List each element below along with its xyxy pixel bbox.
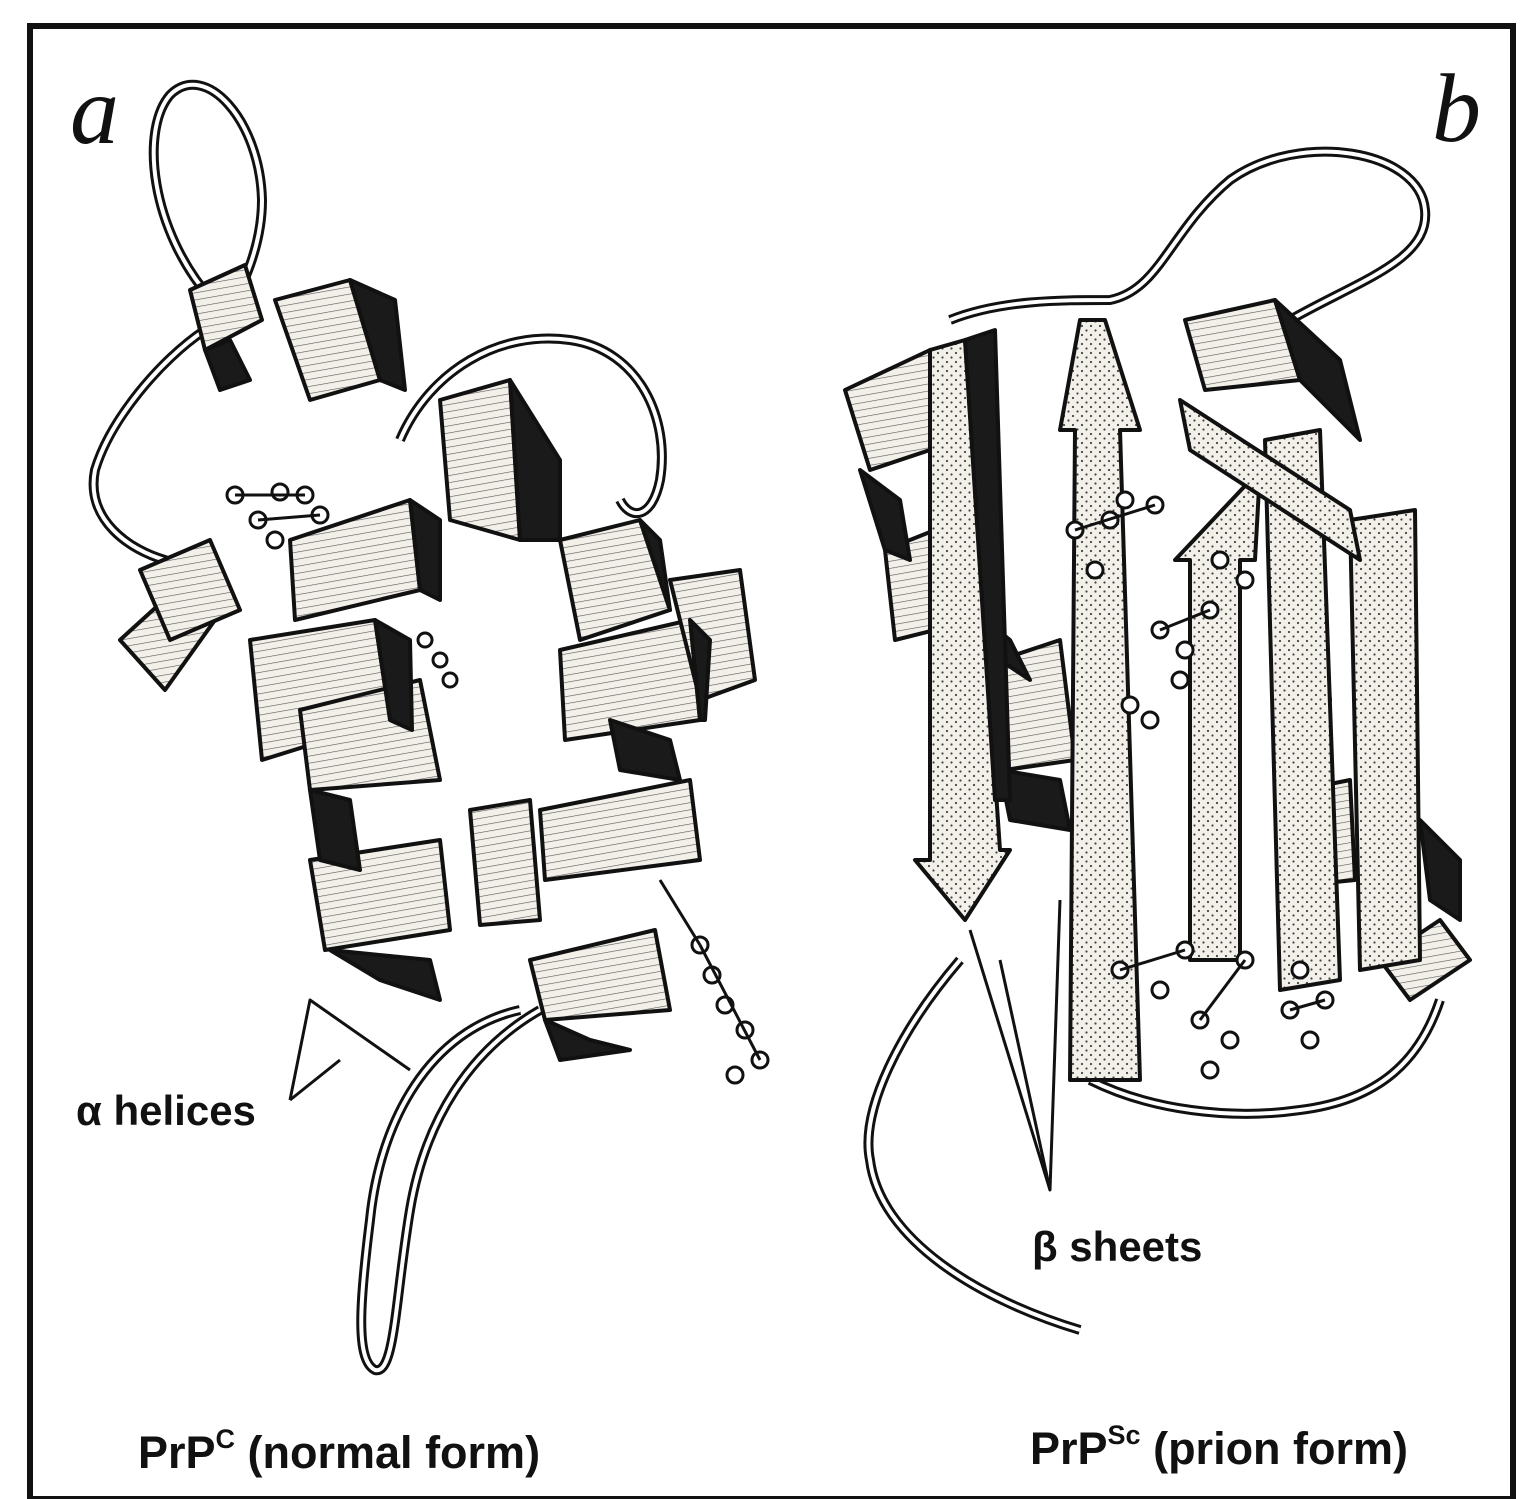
beta-sheets-label: β sheets	[1032, 1226, 1202, 1268]
panel-b-caption-rest: (prion form)	[1141, 1423, 1408, 1474]
panel-b-caption-main: PrP	[1030, 1423, 1108, 1474]
alpha-helices-label: α helices	[76, 1090, 256, 1132]
panel-b-structure	[845, 152, 1470, 1330]
panel-b-tail-loop	[868, 960, 1080, 1330]
panel-a-caption-rest: (normal form)	[235, 1427, 540, 1478]
beta-strand-4	[1175, 470, 1260, 960]
panel-b-leader-lines	[970, 900, 1060, 1190]
panel-b-caption: PrPSc (prion form)	[1030, 1426, 1408, 1471]
panel-a-tail-loop	[361, 1010, 540, 1370]
panel-b-beta-strands	[915, 320, 1420, 1080]
panel-a-caption-sup: C	[216, 1424, 236, 1454]
panel-b-letter: b	[1432, 60, 1481, 158]
panel-a-structure	[94, 85, 768, 1370]
beta-strand-6	[1350, 510, 1420, 970]
panel-a-caption-main: PrP	[138, 1427, 216, 1478]
panel-a-letter: a	[70, 62, 119, 160]
panel-a-leader-lines	[290, 1000, 410, 1100]
panel-a-caption: PrPC (normal form)	[138, 1430, 540, 1475]
panel-b-caption-sup: Sc	[1108, 1420, 1141, 1450]
panel-b-top-loop	[950, 152, 1425, 320]
